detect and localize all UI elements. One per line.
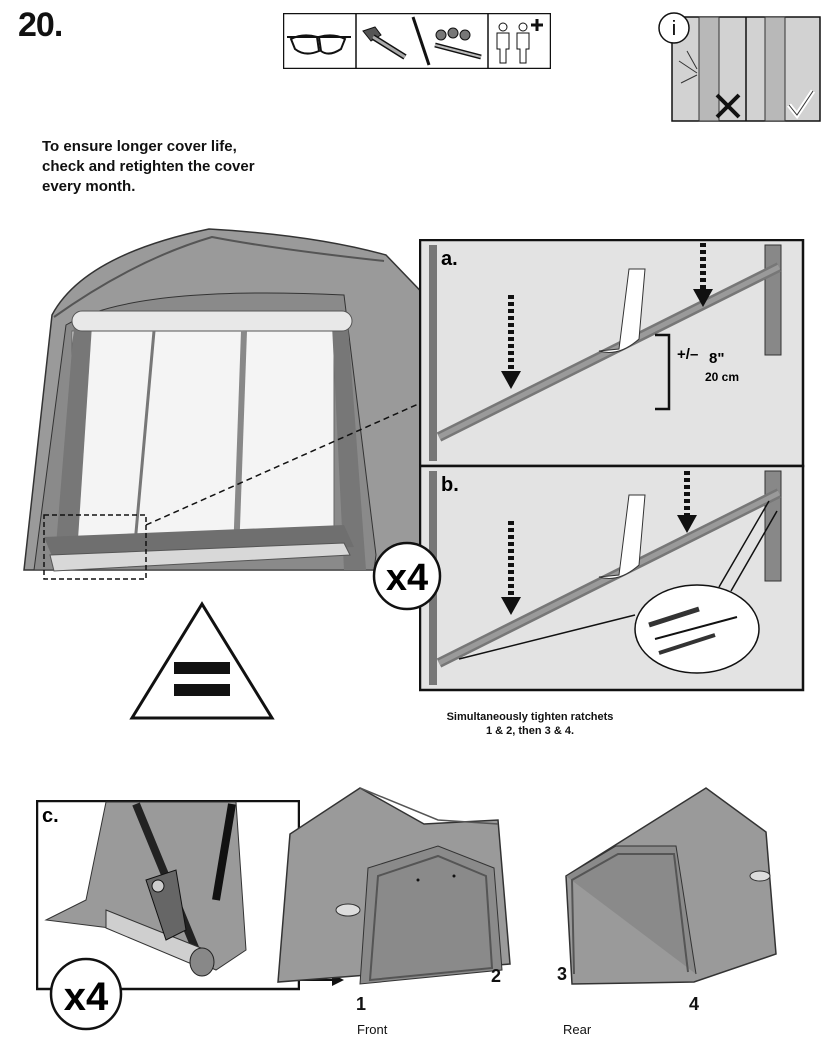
wrench-icon bbox=[362, 26, 407, 60]
ratchet-icon bbox=[434, 27, 482, 60]
rear-label: Rear bbox=[563, 1022, 592, 1037]
ratchet-caption: Simultaneously tighten ratchets 1 & 2, t… bbox=[420, 710, 640, 738]
measure-plusminus: +/– bbox=[677, 346, 698, 363]
position-4: 4 bbox=[689, 994, 700, 1014]
panel-c-label: c. bbox=[42, 805, 59, 827]
step-number: 20. bbox=[18, 6, 63, 44]
intro-text: To ensure longer cover life, check and r… bbox=[42, 137, 302, 197]
check-icon bbox=[787, 89, 816, 120]
position-3: 3 bbox=[557, 964, 568, 984]
equals-triangle-icon bbox=[129, 601, 275, 720]
caption-line-1: Simultaneously tighten ratchets bbox=[446, 711, 614, 723]
measure-cm: 20 cm bbox=[705, 370, 739, 384]
info-box: i bbox=[658, 12, 821, 122]
two-people-icon bbox=[496, 19, 543, 64]
shelter-front bbox=[277, 787, 511, 985]
panel-a-label: a. bbox=[441, 248, 458, 270]
x4-badge-top: x4 bbox=[372, 541, 442, 611]
measure-sign: – bbox=[690, 346, 698, 363]
position-1: 1 bbox=[356, 994, 367, 1014]
measure-prefix: +/ bbox=[677, 346, 691, 363]
cross-icon bbox=[715, 93, 741, 119]
panel-b-label: b. bbox=[441, 474, 459, 496]
info-icon-letter: i bbox=[672, 18, 676, 40]
intro-line-1: To ensure longer cover life, bbox=[42, 138, 237, 155]
panel-a-graphic bbox=[429, 243, 782, 461]
safety-glasses-icon bbox=[287, 34, 351, 55]
front-label: Front bbox=[357, 1022, 388, 1037]
panel-c: c. bbox=[36, 800, 300, 991]
shelter-rear bbox=[565, 787, 777, 985]
intro-line-2: check and retighten the cover bbox=[42, 158, 255, 175]
panels-ab: a. b. +/– 8" 20 cm bbox=[419, 239, 805, 692]
info-icon bbox=[658, 12, 690, 44]
shelter-front-illustration bbox=[23, 228, 434, 580]
intro-line-3: every month. bbox=[42, 178, 136, 195]
x4-badge-bottom: x4 bbox=[49, 957, 123, 1031]
position-2: 2 bbox=[491, 966, 502, 986]
caption-line-2: 1 & 2, then 3 & 4. bbox=[485, 725, 575, 737]
measure-inches: 8" bbox=[709, 350, 724, 367]
tools-strip bbox=[283, 13, 551, 69]
x4-text-top: x4 bbox=[386, 557, 428, 599]
x4-text-bottom: x4 bbox=[64, 975, 109, 1019]
